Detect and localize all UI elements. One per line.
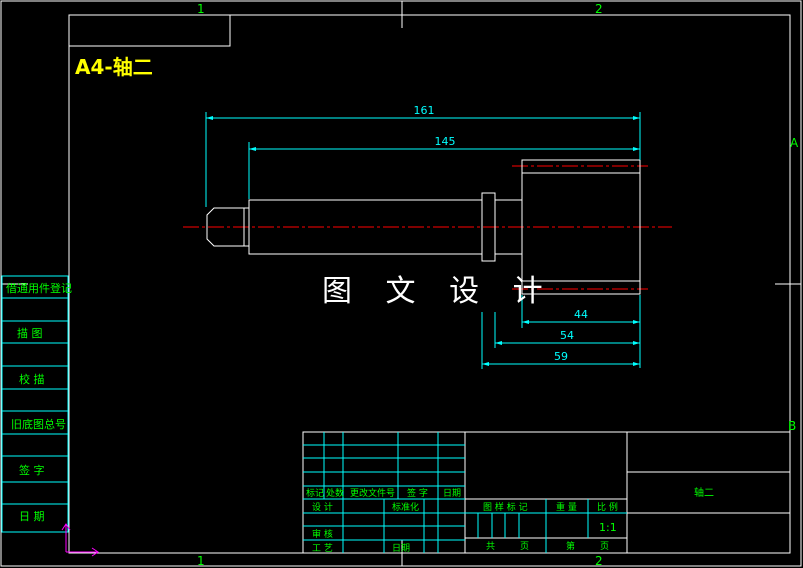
- top-left-box: [68, 14, 231, 47]
- side-column: [1, 275, 69, 533]
- watermark-text: 图 文 设 计: [322, 274, 555, 309]
- tb-sheet-unit2: 页: [600, 541, 609, 552]
- center-lines: [183, 165, 672, 290]
- tb-rev-count: 处数: [326, 487, 344, 499]
- title-block-inner: [303, 432, 627, 553]
- side-label-trace: 描 图: [17, 326, 43, 340]
- tb-weight: 重 量: [556, 501, 577, 513]
- side-column-labels: 借通用件登记 描 图 校 描 旧底图总号 签 字 日 期: [6, 281, 72, 523]
- tb-part-name: 轴二: [694, 486, 714, 499]
- tb-scale-label: 比 例: [597, 501, 618, 513]
- tb-sheet: 第: [566, 540, 575, 552]
- dimension-texts: 161 145 44 54 59: [414, 104, 589, 363]
- drawing-title: A4-轴二: [75, 55, 153, 79]
- tb-process: 工 艺: [312, 543, 333, 554]
- dim-161: 161: [414, 104, 435, 117]
- zone-label-row-b: B: [788, 419, 796, 433]
- zone-labels: 1 2 1 2 A B: [197, 2, 799, 568]
- tb-sheet-unit1: 页: [520, 541, 529, 552]
- zone-label-bottom-1: 1: [197, 554, 205, 568]
- tb-rev-date: 日期: [443, 488, 461, 499]
- tb-design: 设 计: [312, 501, 333, 513]
- tb-stage-mark: 图 样 标 记: [483, 501, 528, 513]
- tb-scale-value: 1:1: [599, 521, 617, 534]
- ucs-icon: [61, 523, 99, 557]
- dim-54: 54: [560, 329, 574, 342]
- zone-label-row-a: A: [790, 136, 799, 150]
- dim-145: 145: [435, 135, 456, 148]
- side-label-check: 校 描: [19, 372, 45, 386]
- dimension-lines: [205, 112, 641, 369]
- tb-standardize: 标准化: [392, 501, 419, 513]
- zone-label-top-1: 1: [197, 2, 205, 16]
- zone-label-top-2: 2: [595, 2, 603, 16]
- side-label-sign: 签 字: [19, 463, 45, 477]
- tb-rev-sign: 签 字: [407, 487, 428, 499]
- tb-rev-doc: 更改文件号: [350, 487, 395, 499]
- dimension-arrows: [206, 116, 640, 366]
- tb-date: 日期: [392, 543, 410, 554]
- tb-rev-marker: 标记: [306, 487, 324, 499]
- tb-total: 共: [486, 541, 495, 552]
- side-label-borrow: 借通用件登记: [6, 281, 72, 295]
- side-label-date: 日 期: [19, 510, 45, 523]
- shaft-outline: [206, 159, 641, 295]
- dim-59: 59: [554, 350, 568, 363]
- dim-44: 44: [574, 308, 588, 321]
- side-label-old-number: 旧底图总号: [11, 417, 66, 431]
- tb-check: 审 核: [312, 528, 333, 540]
- title-block-text: 标记 处数 更改文件号 签 字 日期 设 计 标准化 审 核 工 艺 日期 图 …: [306, 487, 618, 554]
- zone-label-bottom-2: 2: [595, 554, 603, 568]
